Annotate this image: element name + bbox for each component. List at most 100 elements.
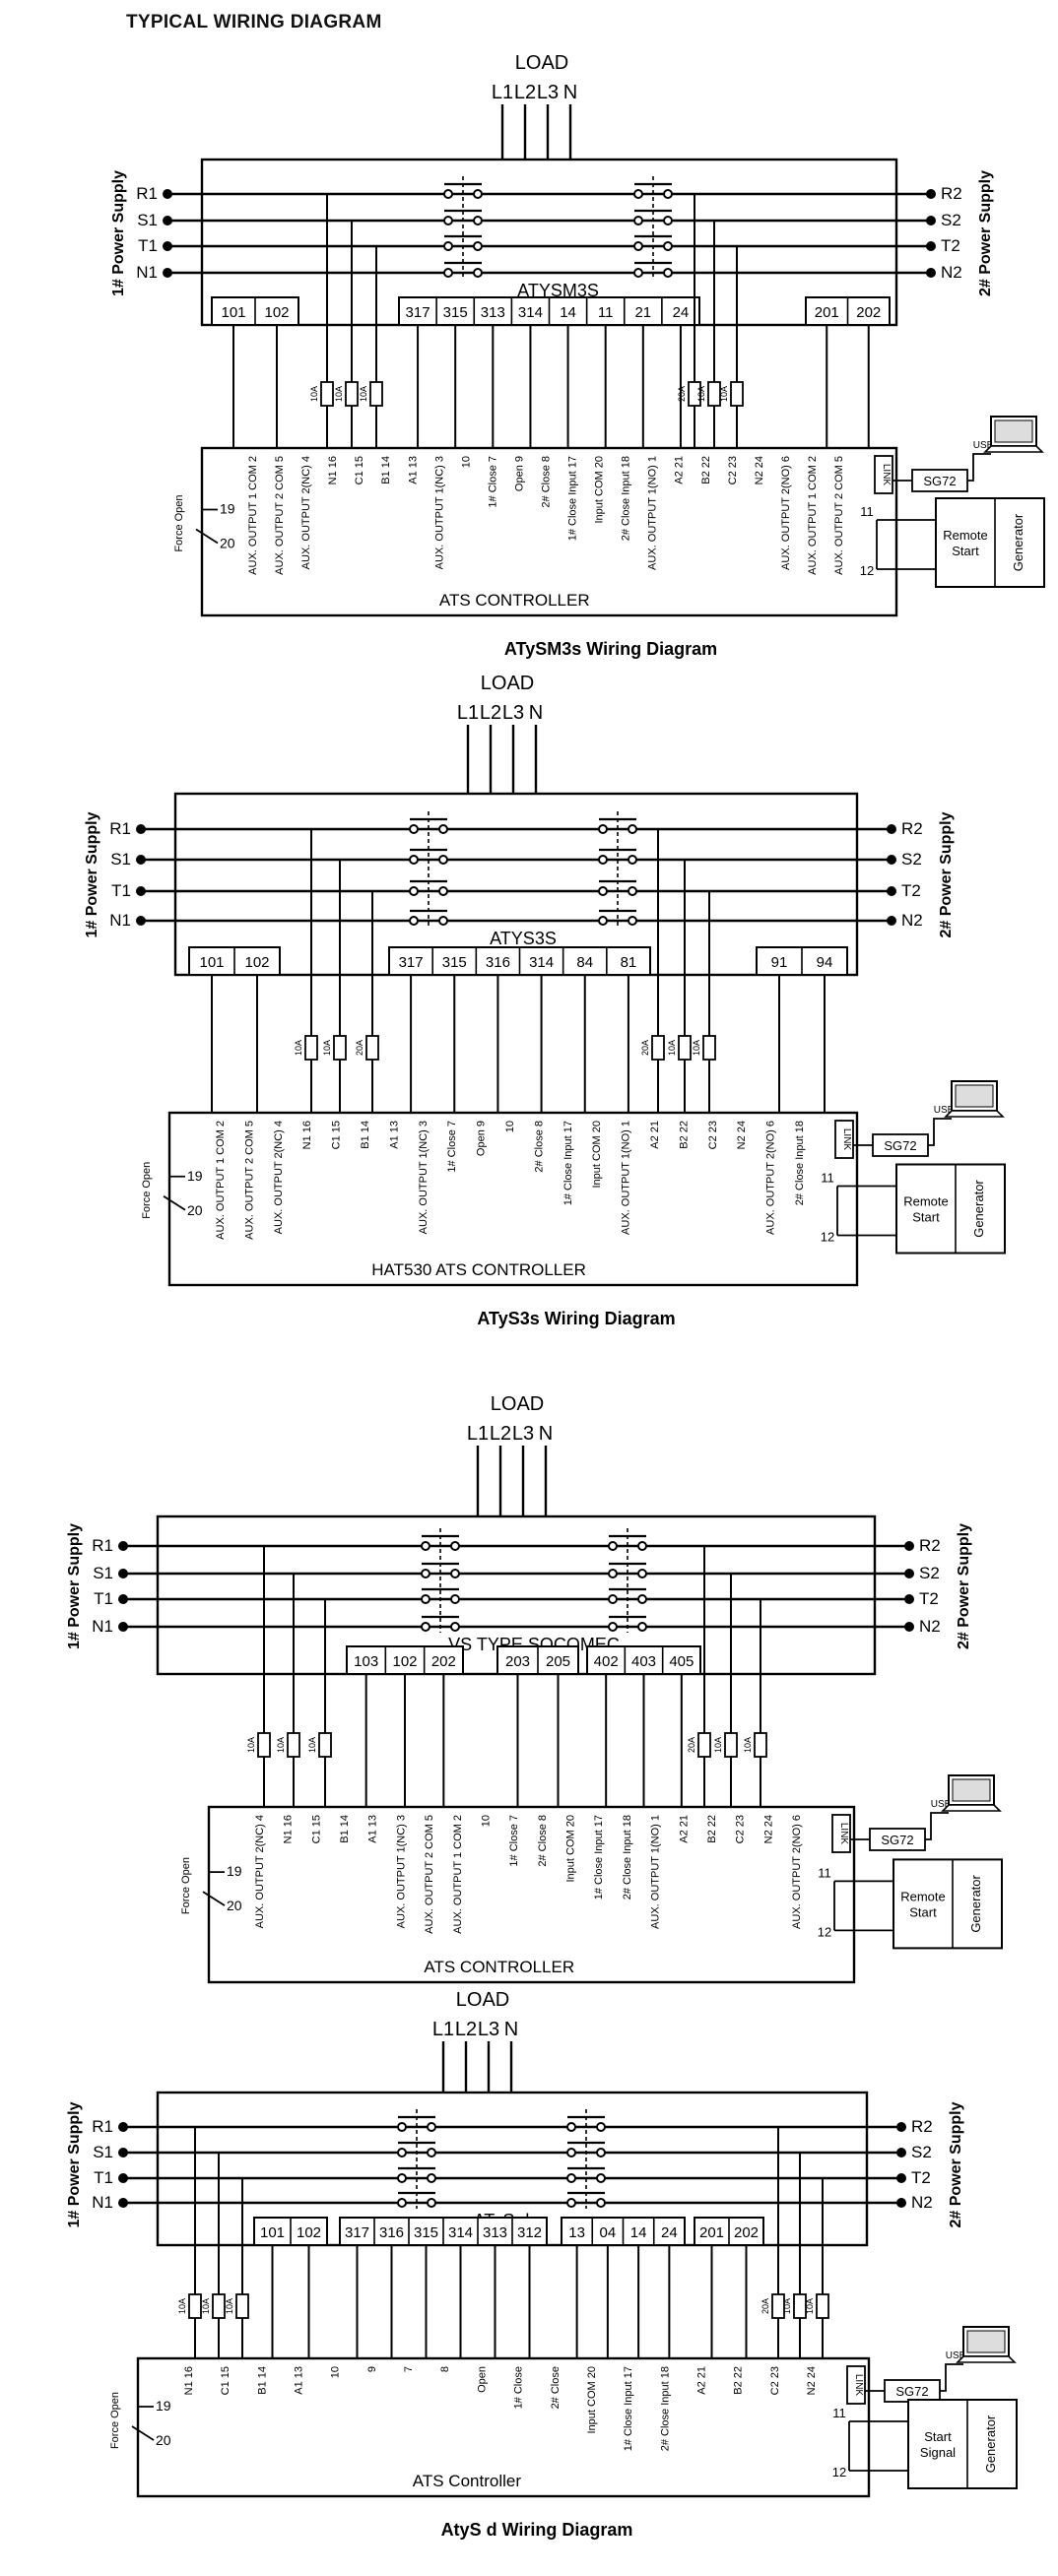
load-label: LOAD (515, 52, 568, 74)
laptop-base (983, 445, 1044, 453)
controller-terminal-label: B2 22 (706, 1815, 718, 1843)
controller-terminal-label: AUX. OUTPUT 1 COM 2 (247, 456, 259, 575)
switch-label: ATYSM3S (517, 281, 599, 300)
contact (628, 886, 637, 896)
terminal-label: 102 (392, 1653, 417, 1670)
diagram-caption: ATySM3s Wiring Diagram (504, 639, 717, 659)
wire (131, 2425, 155, 2441)
controller-terminal-label: C1 15 (354, 456, 365, 484)
generator-box (895, 1163, 1006, 1255)
wire (967, 453, 991, 482)
fuse-label: 20A (640, 1040, 650, 1056)
fuse-label: 10A (743, 1737, 753, 1753)
link-label: LINK (853, 2374, 864, 2397)
force-open-label: Force Open (180, 1857, 192, 1914)
remote-start-label: Remote (903, 1194, 949, 1209)
fuse-label: 10A (225, 2298, 234, 2314)
laptop-icon (941, 1774, 1002, 1812)
controller-terminal-label: C2 23 (707, 1121, 719, 1149)
controller-terminal-label: N2 24 (754, 456, 765, 484)
ats-controller (207, 1805, 856, 1984)
fuse (688, 381, 701, 407)
terminal-label: 202 (431, 1653, 456, 1670)
wire (940, 2363, 963, 2392)
ats-controller (200, 446, 898, 617)
link-port (874, 455, 893, 494)
terminal-label: 202 (734, 2224, 759, 2241)
fuse (724, 1732, 738, 1758)
controller-terminal-label: AUX. OUTPUT 1(NC) 3 (433, 456, 445, 569)
phase-label: T1 (111, 881, 131, 900)
switch-label: ATYS3S (490, 929, 557, 948)
fuse (345, 381, 359, 407)
phase-label: N2 (919, 1617, 941, 1636)
controller-terminal-label: AUX. OUTPUT 1(NC) 3 (395, 1815, 407, 1928)
phase-label: T2 (919, 1589, 939, 1608)
contact (596, 2148, 606, 2157)
laptop-icon (983, 416, 1044, 453)
controller-terminal-label: 2# Close Input 18 (621, 456, 632, 541)
contact (633, 241, 643, 251)
load-line-label: N (504, 2019, 518, 2040)
controller-terminal-label: N2 24 (762, 1815, 774, 1843)
fuse-label: 10A (294, 1040, 303, 1056)
controller-terminal-label: 1# Close 7 (446, 1121, 458, 1173)
terminal-label: 24 (661, 2224, 678, 2241)
terminal-label: 21 (634, 304, 651, 321)
controller-terminal-label: Input COM 20 (591, 1121, 603, 1188)
controller-terminal-label: 1# Close Input 17 (623, 2366, 634, 2451)
phase-label: S1 (137, 211, 158, 229)
controller-terminal-label: B1 14 (360, 1121, 371, 1149)
ats-controller (167, 1111, 859, 1287)
generator-box (907, 2399, 1018, 2489)
terminal-label: 405 (669, 1653, 694, 1670)
junction-dot (904, 1541, 914, 1551)
controller-terminal-label: A1 13 (407, 456, 419, 484)
phase-label: R1 (109, 819, 131, 838)
controller-terminal-label: 2# Close (550, 2366, 562, 2409)
remote-start-label: Start (912, 1210, 940, 1225)
sg72-label: SG72 (923, 474, 956, 488)
wire (925, 1812, 949, 1840)
fuse (678, 1035, 692, 1061)
contact (443, 268, 453, 278)
sg72-label: SG72 (895, 2384, 928, 2399)
contact (438, 886, 448, 896)
terminal-label: 312 (517, 2224, 542, 2241)
load-line-label: L1 (432, 2019, 454, 2040)
controller-terminal-label: A2 21 (674, 456, 686, 484)
fuse-label: 10A (782, 2298, 792, 2314)
terminal-label: 94 (817, 954, 833, 971)
controller-terminal-label: Open 9 (513, 456, 525, 491)
fuse (235, 2293, 249, 2319)
junction-dot (904, 1622, 914, 1632)
contact (566, 2173, 576, 2183)
wire (928, 1118, 952, 1146)
fuse (816, 2293, 829, 2319)
laptop-icon (956, 2326, 1017, 2363)
junction-dot (887, 824, 896, 834)
terminal-label: 13 (568, 2224, 585, 2241)
phase-label: R2 (911, 2117, 933, 2136)
controller-terminal-label: AUX. OUTPUT 2(NO) 6 (780, 456, 792, 570)
link-port (846, 2365, 866, 2405)
load-line-label: L3 (537, 82, 559, 103)
junction-dot (904, 1569, 914, 1578)
contact (608, 1569, 618, 1578)
fuse (304, 1035, 318, 1061)
contact (421, 1594, 430, 1604)
phase-label: T1 (94, 1589, 113, 1608)
contact (450, 1569, 460, 1578)
force-open-label: Force Open (141, 1162, 153, 1219)
phase-label: R1 (92, 2117, 113, 2136)
controller-terminal-label: 2# Close 8 (533, 1121, 545, 1173)
load-line-label: L2 (490, 1423, 511, 1445)
terminal-19: 19 (187, 1168, 203, 1184)
contact (628, 855, 637, 865)
link-label: LINK (841, 1128, 852, 1151)
contact (596, 2122, 606, 2132)
controller-terminal-label: N1 16 (283, 1815, 295, 1843)
controller-label: ATS Controller (413, 2472, 522, 2490)
